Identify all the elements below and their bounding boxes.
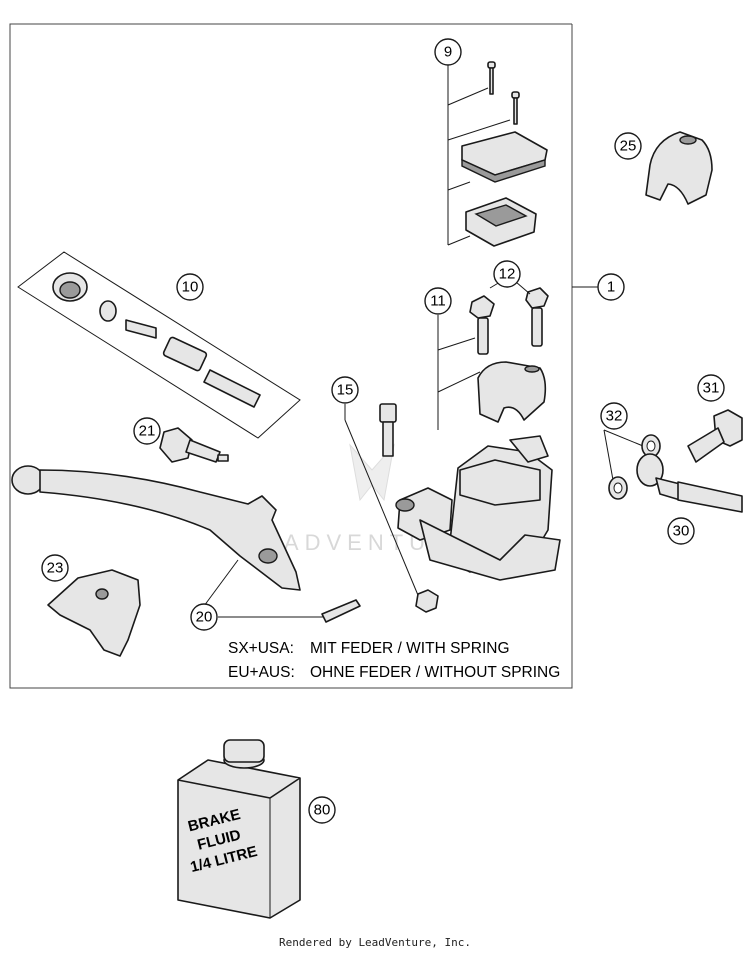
callout-25: 25 xyxy=(614,132,642,160)
svg-text:31: 31 xyxy=(703,380,720,397)
callout-80: 80 xyxy=(308,796,336,824)
svg-text:30: 30 xyxy=(673,523,690,540)
svg-text:20: 20 xyxy=(196,609,213,626)
svg-text:11: 11 xyxy=(430,293,446,310)
callout-10: 10 xyxy=(176,273,204,301)
svg-text:10: 10 xyxy=(182,279,199,296)
callout-9: 9 xyxy=(434,38,462,66)
brake-fluid-bottle: BRAKE FLUID 1/4 LITRE xyxy=(177,739,301,919)
callout-23: 23 xyxy=(41,554,69,582)
callout-31: 31 xyxy=(697,374,725,402)
callout-30: 30 xyxy=(667,517,695,545)
callout-15: 15 xyxy=(331,376,359,404)
footer-credit: Rendered by LeadVenture, Inc. xyxy=(278,936,472,949)
svg-text:25: 25 xyxy=(620,138,637,155)
washers-32 xyxy=(603,429,661,500)
bolts-12 xyxy=(469,281,549,355)
svg-text:23: 23 xyxy=(47,560,64,577)
lever-cover-23 xyxy=(47,569,141,657)
note-line-2-text: OHNE FEDER / WITHOUT SPRING xyxy=(310,664,560,681)
pivot-bolt-15 xyxy=(344,403,439,613)
callout-21: 21 xyxy=(133,417,161,445)
note-line-2-code: EU+AUS: xyxy=(228,664,295,681)
callout-12: 12 xyxy=(493,260,521,288)
svg-text:15: 15 xyxy=(337,382,354,399)
brake-line-30 xyxy=(636,453,743,513)
svg-text:9: 9 xyxy=(444,44,452,61)
banjo-bolt-31 xyxy=(687,409,743,463)
svg-text:21: 21 xyxy=(139,423,156,440)
callout-11: 11 xyxy=(424,287,452,315)
note-line-1-text: MIT FEDER / WITH SPRING xyxy=(310,640,510,657)
callout-32: 32 xyxy=(600,402,628,430)
master-cylinder xyxy=(395,286,598,581)
svg-text:1: 1 xyxy=(607,279,615,296)
reservoir-cover-kit xyxy=(447,60,548,247)
svg-text:32: 32 xyxy=(606,408,623,425)
adjuster-21 xyxy=(159,427,229,463)
callout-1: 1 xyxy=(597,273,625,301)
note-line-1-code: SX+USA: xyxy=(228,640,294,657)
callout-20: 20 xyxy=(190,603,218,631)
brake-lever xyxy=(11,465,301,591)
piston-kit xyxy=(17,251,301,439)
assembly-frame xyxy=(9,23,573,689)
spring-note: SX+USA: MIT FEDER / WITH SPRING EU+AUS: … xyxy=(228,640,560,681)
svg-text:80: 80 xyxy=(314,802,331,819)
clamp-kit-11 xyxy=(437,315,547,430)
handlebar-clamp-25 xyxy=(645,131,713,205)
lever-spring-20 xyxy=(203,559,361,623)
svg-text:12: 12 xyxy=(499,266,516,283)
